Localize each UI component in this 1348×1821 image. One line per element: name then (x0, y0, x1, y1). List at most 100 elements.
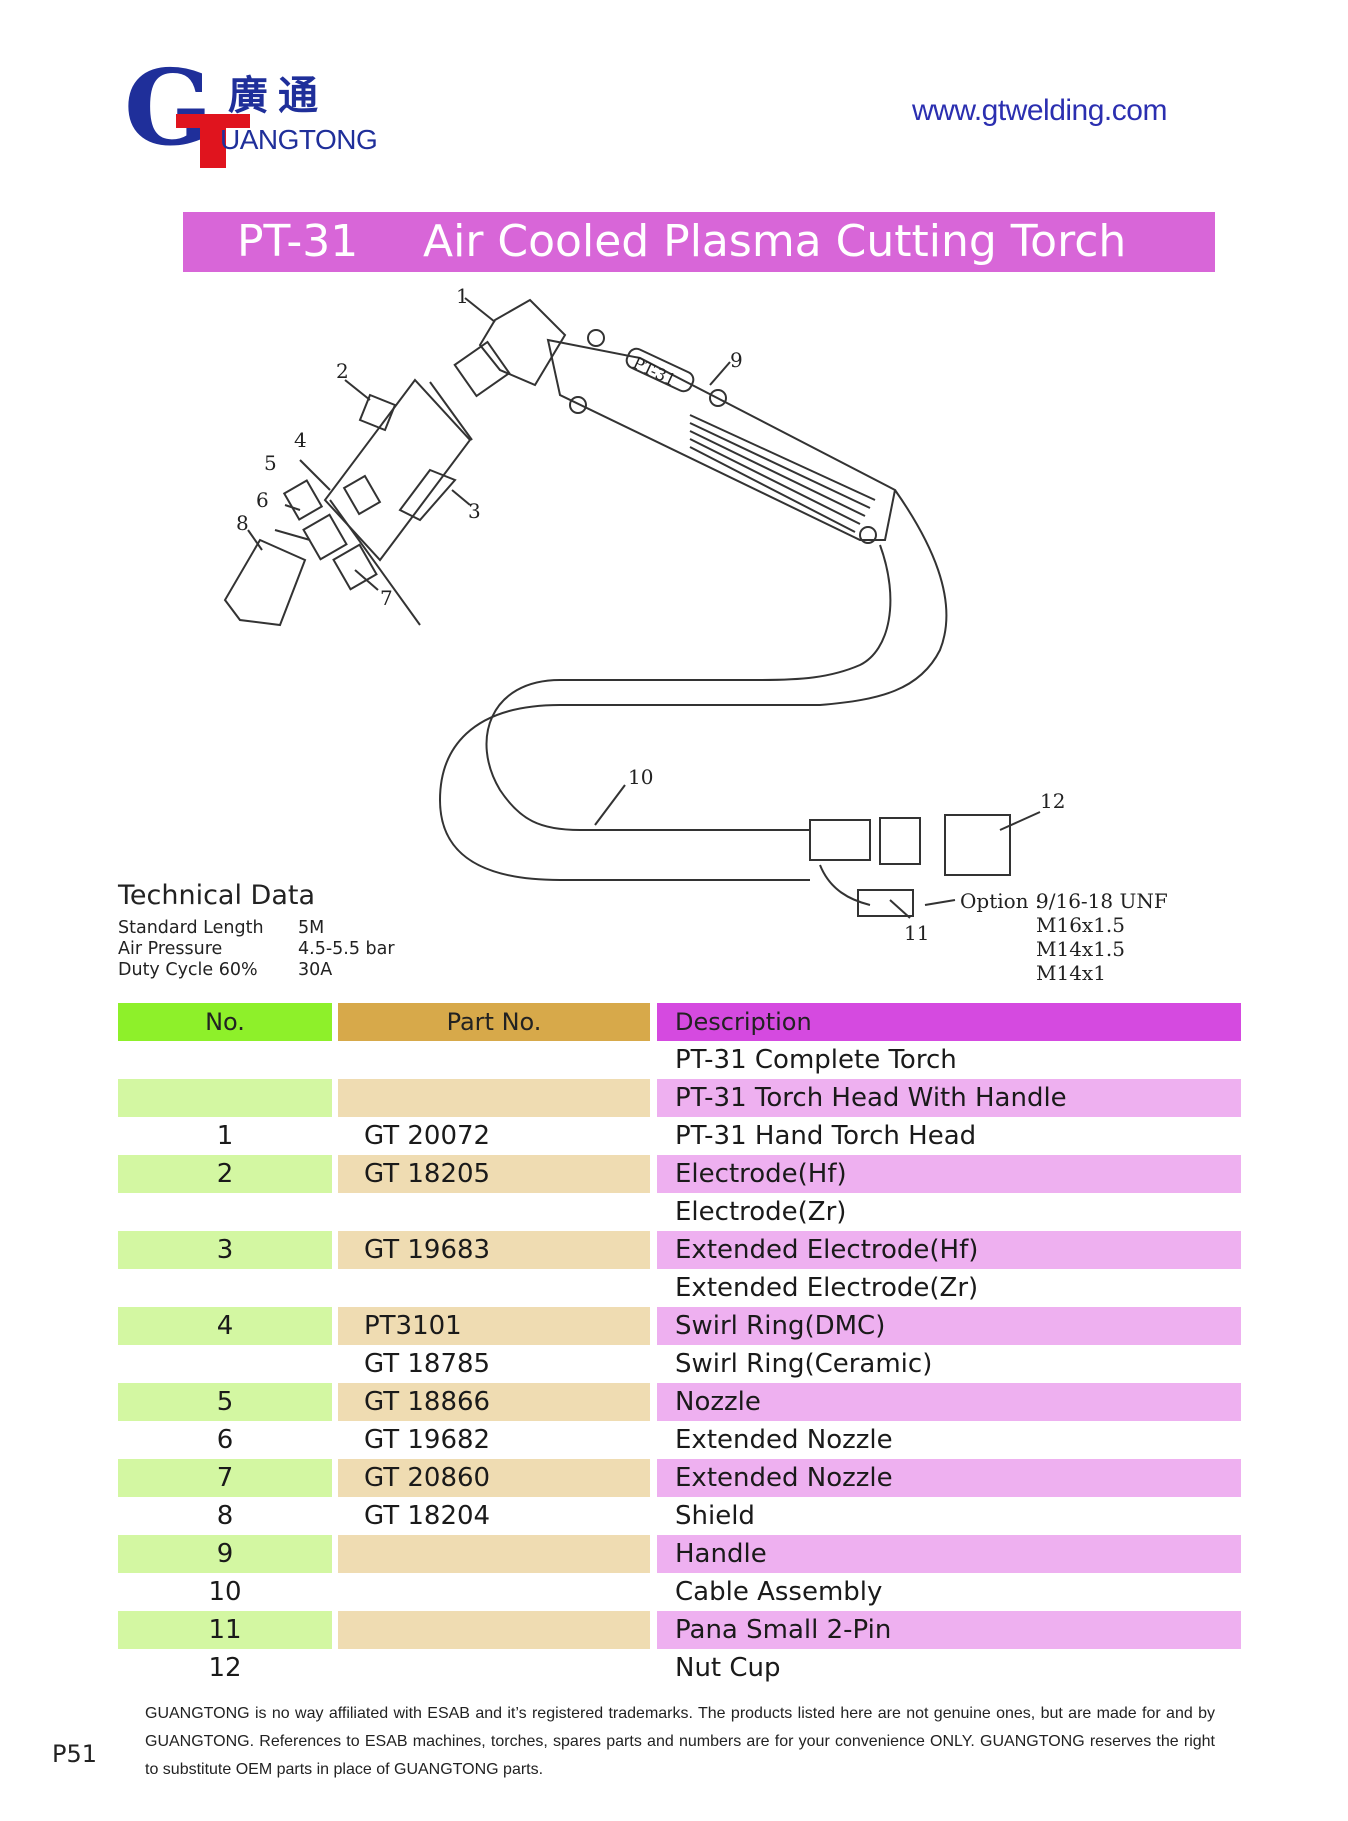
table-row: 9 Handle (0, 1535, 1348, 1573)
option-thread-1: 9/16-18 UNF (1036, 889, 1168, 913)
callout-9: 9 (730, 348, 743, 372)
cell-part-no (338, 1041, 650, 1079)
part-extended-nozzle (302, 513, 348, 561)
cell-part-no: GT 19682 (364, 1425, 491, 1455)
table-row: 1 GT 20072 PT-31 Hand Torch Head (0, 1117, 1348, 1155)
option-label: Option : (960, 889, 1042, 913)
cell-description: Nut Cup (675, 1653, 781, 1683)
cell-no: 10 (208, 1577, 242, 1607)
cell-part-no (338, 1611, 650, 1649)
cell-description: PT-31 Torch Head With Handle (657, 1079, 1241, 1117)
callout-10: 10 (628, 765, 653, 789)
table-row: 8 GT 18204 Shield (0, 1497, 1348, 1535)
cell-part-no: GT 18785 (364, 1349, 491, 1379)
cell-description: Pana Small 2-Pin (657, 1611, 1241, 1649)
cell-no: 4 (118, 1307, 332, 1345)
cell-part-no: GT 20860 (338, 1459, 650, 1497)
page-number: P51 (52, 1740, 98, 1768)
logo-letter: G (124, 46, 213, 169)
cell-description: Electrode(Hf) (657, 1155, 1241, 1193)
option-thread-2: M16x1.5 (1036, 913, 1125, 937)
option-thread-3: M14x1.5 (1036, 937, 1125, 961)
option-thread-4: M14x1 (1036, 961, 1106, 985)
website-link[interactable]: www.gtwelding.com (912, 94, 1167, 127)
tech-label: Duty Cycle 60% (118, 960, 258, 980)
cable-outline-outer (438, 489, 948, 881)
cell-description: Shield (675, 1501, 755, 1531)
cell-no: 12 (208, 1653, 242, 1683)
cell-description: Extended Electrode(Zr) (675, 1273, 979, 1303)
table-row: Electrode(Zr) (0, 1193, 1348, 1231)
brand-logo: G 廣通 UANGTONG (124, 56, 378, 170)
cable-outline-inner (485, 544, 892, 831)
cell-part-no (338, 1079, 650, 1117)
cell-no (118, 1041, 332, 1079)
cell-description: Handle (657, 1535, 1241, 1573)
handle-body (546, 338, 897, 541)
cell-no (118, 1269, 332, 1307)
table-row: Extended Electrode(Zr) (0, 1269, 1348, 1307)
technical-data-title: Technical Data (118, 880, 316, 911)
table-row: 6 GT 19682 Extended Nozzle (0, 1421, 1348, 1459)
callout-8: 8 (236, 511, 249, 535)
callout-6: 6 (256, 488, 269, 512)
cell-no: 5 (118, 1383, 332, 1421)
tech-row: Duty Cycle 60% 30A (118, 960, 332, 980)
product-name: Air Cooled Plasma Cutting Torch (423, 216, 1127, 267)
callout-12: 12 (1040, 789, 1065, 813)
callout-3: 3 (468, 499, 481, 523)
nut-cup (944, 814, 1011, 876)
pin-connector (857, 889, 914, 917)
callout-4: 4 (294, 428, 307, 452)
table-row: 5 GT 18866 Nozzle (0, 1383, 1348, 1421)
handle-model-text: PT-31 (630, 353, 679, 389)
cell-no: 9 (118, 1535, 332, 1573)
column-header-no: No. (118, 1003, 332, 1041)
cell-description: Extended Nozzle (675, 1425, 893, 1455)
logo-t-stem (200, 128, 226, 168)
logo-t-bar (176, 114, 250, 128)
cell-no (118, 1193, 332, 1231)
cell-part-no (338, 1193, 650, 1231)
table-row: GT 18785 Swirl Ring(Ceramic) (0, 1345, 1348, 1383)
cell-no: 11 (118, 1611, 332, 1649)
cell-description: Extended Electrode(Hf) (657, 1231, 1241, 1269)
cell-no: 1 (216, 1121, 234, 1151)
cell-part-no: GT 18205 (338, 1155, 650, 1193)
column-header-description: Description (657, 1003, 1241, 1041)
cell-part-no: GT 18866 (338, 1383, 650, 1421)
cell-part-no: PT3101 (338, 1307, 650, 1345)
table-row: PT-31 Complete Torch (0, 1041, 1348, 1079)
product-title-bar: PT-31 Air Cooled Plasma Cutting Torch (183, 212, 1215, 272)
column-header-part-no: Part No. (338, 1003, 650, 1041)
cell-part-no (338, 1649, 650, 1687)
cell-description: Nozzle (657, 1383, 1241, 1421)
callout-2: 2 (336, 359, 349, 383)
cell-description: Extended Nozzle (657, 1459, 1241, 1497)
connector-nut (879, 817, 921, 865)
torch-head (478, 298, 567, 387)
part-extended-electrode (398, 468, 457, 522)
cell-description: Electrode(Zr) (675, 1197, 847, 1227)
table-row: 12 Nut Cup (0, 1649, 1348, 1687)
cell-no: 2 (118, 1155, 332, 1193)
cell-description: PT-31 Hand Torch Head (675, 1121, 977, 1151)
table-row: 7 GT 20860 Extended Nozzle (0, 1459, 1348, 1497)
table-row: 10 Cable Assembly (0, 1573, 1348, 1611)
tech-label: Standard Length (118, 918, 264, 938)
tech-value: 30A (298, 960, 333, 980)
cell-part-no (338, 1269, 650, 1307)
cell-part-no (338, 1535, 650, 1573)
cell-part-no: GT 18204 (364, 1501, 491, 1531)
part-nozzle (282, 479, 324, 521)
connector-body (809, 819, 871, 861)
part-extended-nozzle-2 (332, 543, 378, 591)
cell-description: Swirl Ring(DMC) (657, 1307, 1241, 1345)
logo-chinese-text: 廣通 (228, 73, 328, 119)
cell-description: Swirl Ring(Ceramic) (675, 1349, 933, 1379)
product-model: PT-31 (237, 216, 359, 267)
table-row: PT-31 Torch Head With Handle (0, 1079, 1348, 1117)
cell-no: 8 (216, 1501, 234, 1531)
tech-row: Standard Length 5M (118, 918, 324, 938)
cell-part-no: GT 19683 (338, 1231, 650, 1269)
